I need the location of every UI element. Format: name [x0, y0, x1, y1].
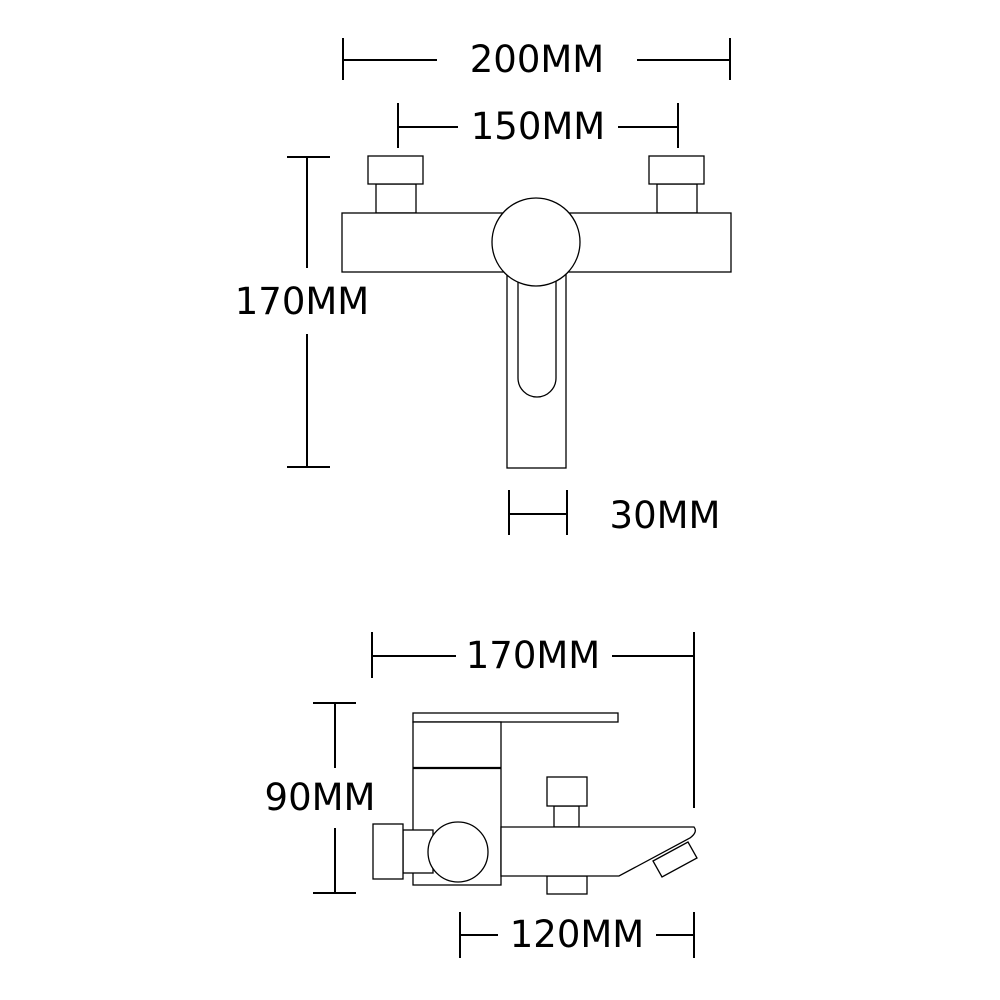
label-side-height: 90MM	[265, 776, 376, 819]
label-spout-length: 120MM	[510, 913, 644, 956]
front-view-faucet	[341, 155, 732, 469]
label-inlet-spacing: 150MM	[471, 105, 605, 148]
dim-inlet-spacing: 150MM	[397, 103, 679, 148]
side-view-faucet	[372, 712, 698, 895]
dim-width-overall: 200MM	[342, 38, 731, 81]
label-side-depth: 170MM	[466, 634, 600, 677]
dim-spout-length: 120MM	[459, 912, 695, 958]
dim-side-height: 90MM	[265, 702, 376, 894]
label-width-overall: 200MM	[470, 38, 604, 81]
dim-handle-width: 30MM	[508, 490, 721, 537]
dim-side-depth: 170MM	[371, 632, 695, 808]
label-front-height: 170MM	[235, 280, 369, 323]
dim-front-height: 170MM	[235, 156, 369, 468]
label-handle-width: 30MM	[610, 494, 721, 537]
